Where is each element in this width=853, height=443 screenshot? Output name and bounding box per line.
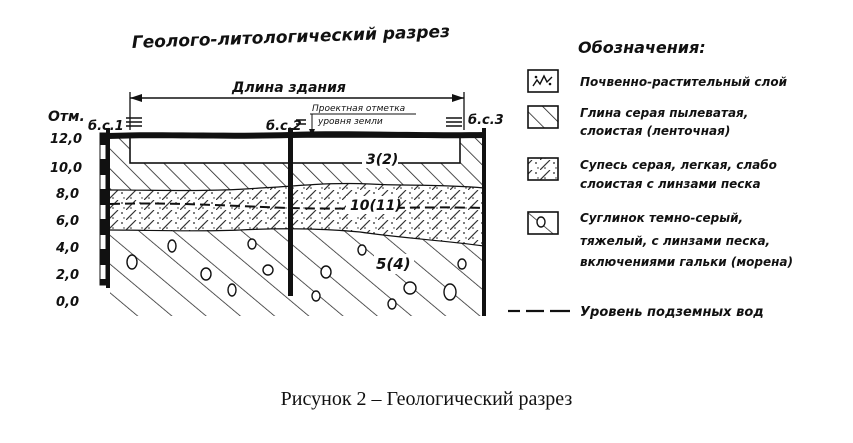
legend-swatch-sandy-loam	[527, 157, 559, 181]
elevation-scale	[99, 132, 107, 286]
legend-title: Обозначения:	[578, 38, 706, 57]
borehole-label-1: б.с.1	[88, 119, 124, 134]
legend-sandy-loam-line-2: слоистая с линзами песка	[580, 177, 761, 191]
scale-tick-0: 0,0	[56, 295, 79, 310]
section-layers	[106, 117, 486, 316]
borehole-label-3: б.с.3	[468, 113, 504, 128]
design-mark-label-2: уровня земли	[317, 117, 383, 127]
legend-sandy-loam-line-1: Супесь серая, легкая, слабо	[580, 158, 777, 172]
design-mark-label-1: Проектная отметка	[312, 104, 405, 114]
figure-caption: Рисунок 2 – Геологический разрез	[280, 388, 573, 410]
legend-loam-line-3: включениями гальки (морена)	[580, 255, 793, 269]
scale-tick-10: 10,0	[50, 161, 82, 176]
layer-label-moraine: 5(4)	[376, 255, 411, 273]
legend-clay-line-1: Глина серая пылеватая,	[580, 106, 748, 120]
legend-soil-line-1: Почвенно-растительный слой	[580, 75, 788, 89]
legend-swatch-soil	[527, 69, 559, 93]
layer-label-sandy-loam: 10(11)	[350, 198, 402, 214]
scale-unit-label: Отм.	[48, 109, 85, 125]
legend-loam-line-1: Суглинок темно-серый,	[580, 211, 743, 225]
scale-tick-12: 12,0	[50, 132, 82, 147]
building-footprint	[129, 136, 461, 164]
legend-swatch-clay	[527, 105, 559, 129]
legend-swatch-loam	[527, 211, 559, 235]
borehole-shaft-3	[482, 128, 486, 316]
diagram-title: Геолого-литологический разрез	[131, 22, 450, 53]
scale-tick-2: 2,0	[56, 268, 79, 283]
scale-tick-4: 4,0	[55, 241, 79, 256]
borehole-shaft-1	[106, 128, 110, 288]
layer-soil-surface	[108, 131, 486, 139]
scale-tick-6: 6,0	[56, 214, 79, 229]
layer-moraine	[110, 228, 484, 316]
legend-loam-line-2: тяжелый, с линзами песка,	[580, 234, 770, 248]
scale-tick-8: 8,0	[56, 187, 79, 202]
building-length-label: Длина здания	[231, 80, 346, 96]
building-length-dimension	[129, 92, 465, 130]
borehole-label-2: б.с.2	[266, 119, 302, 134]
legend-clay-line-2: слоистая (ленточная)	[580, 124, 730, 138]
legend-groundwater-label: Уровень подземных вод	[580, 305, 764, 320]
borehole-shaft-2	[288, 128, 293, 296]
layer-label-clay: 3(2)	[366, 152, 398, 168]
